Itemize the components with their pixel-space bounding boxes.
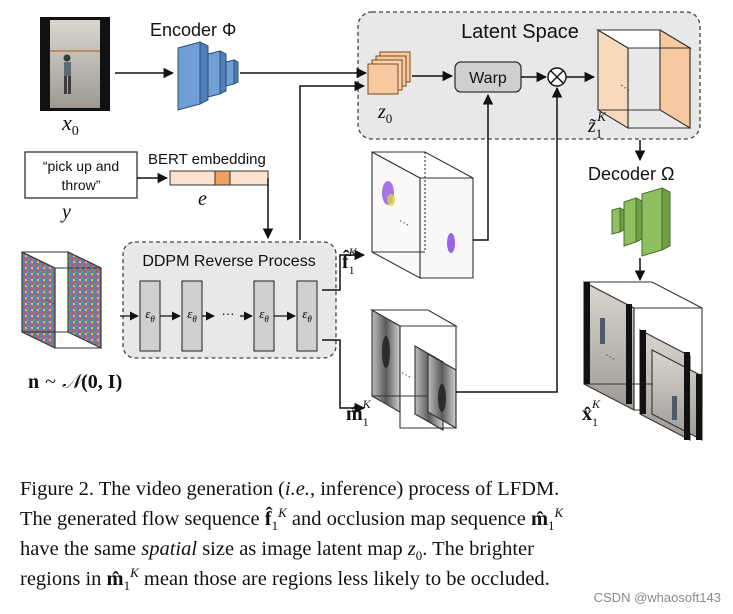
prompt-line2: throw” xyxy=(62,177,101,193)
ddpm-panel xyxy=(122,241,337,359)
output-video-sequence xyxy=(583,281,703,441)
prompt-line1: “pick up and xyxy=(43,158,119,174)
prompt-box xyxy=(24,151,138,199)
flow-sequence xyxy=(371,151,474,279)
y-label: y xyxy=(60,201,71,223)
caption-line-1: Figure 2. The video generation (i.e., in… xyxy=(20,478,560,500)
ztilde-label: z̃1K xyxy=(587,109,607,141)
figure-caption: Figure 2. The video generation (i.e., in… xyxy=(20,474,720,594)
latent-space-title: Latent Space xyxy=(461,21,579,43)
occlusion-dark-2 xyxy=(438,384,446,412)
encoder-block xyxy=(177,41,239,111)
m-hat-label: m̂1K xyxy=(346,397,372,429)
decoder-label: Decoder Ω xyxy=(588,164,675,184)
occlusion-dark-1 xyxy=(382,336,390,368)
svg-text:εθ: εθ xyxy=(302,306,312,324)
decoder-block xyxy=(611,187,671,257)
x-hat-label: x̂1K xyxy=(582,397,601,429)
output-dots: ··· xyxy=(602,349,618,365)
flow-blob-1b xyxy=(387,194,395,206)
occlusion-dots: ··· xyxy=(398,367,414,383)
output-person-2 xyxy=(672,396,677,420)
ztilde-sequence xyxy=(596,29,692,129)
noise-sequence xyxy=(21,251,102,349)
f-hat-label: f̂1K xyxy=(342,245,358,277)
encoder-label: Encoder Φ xyxy=(150,20,236,40)
svg-text:εθ: εθ xyxy=(187,306,197,324)
eps-block-3: εθ xyxy=(253,280,275,352)
svg-text:εθ: εθ xyxy=(259,306,269,324)
z0-label: z0 xyxy=(377,101,392,126)
e-label: e xyxy=(198,188,207,210)
lfdm-figure: Latent Space x0 Encoder Φ z0 Warp xyxy=(21,11,703,441)
noise-dots: ··· xyxy=(42,294,58,310)
noise-label: n~𝒩(0, I) xyxy=(28,371,122,393)
flow-dots: ··· xyxy=(396,215,412,231)
svg-text:εθ: εθ xyxy=(145,306,155,324)
bert-embedding-bar xyxy=(169,170,269,186)
caption-line-3: have the same spatial size as image late… xyxy=(20,538,534,564)
flow-blob-2 xyxy=(447,233,455,253)
occlusion-sequence xyxy=(369,309,459,431)
eps-block-1: εθ xyxy=(139,280,161,352)
x0-label: x0 xyxy=(61,110,79,139)
eps-block-2: εθ xyxy=(181,280,203,352)
bert-label: BERT embedding xyxy=(148,151,266,168)
ddpm-dots: ··· xyxy=(222,306,235,321)
ddpm-title: DDPM Reverse Process xyxy=(142,253,315,270)
output-person-1 xyxy=(600,318,605,344)
eps-block-4: εθ xyxy=(296,280,318,352)
z0-latent-stack xyxy=(367,51,411,95)
warp-label: Warp xyxy=(469,70,507,87)
input-frame xyxy=(40,17,110,111)
watermark: CSDN @whaosoft143 xyxy=(593,590,721,605)
caption-line-2: The generated flow sequence f̂1K and occ… xyxy=(20,505,564,534)
caption-line-4: regions in m̂1K mean those are regions l… xyxy=(20,565,550,594)
